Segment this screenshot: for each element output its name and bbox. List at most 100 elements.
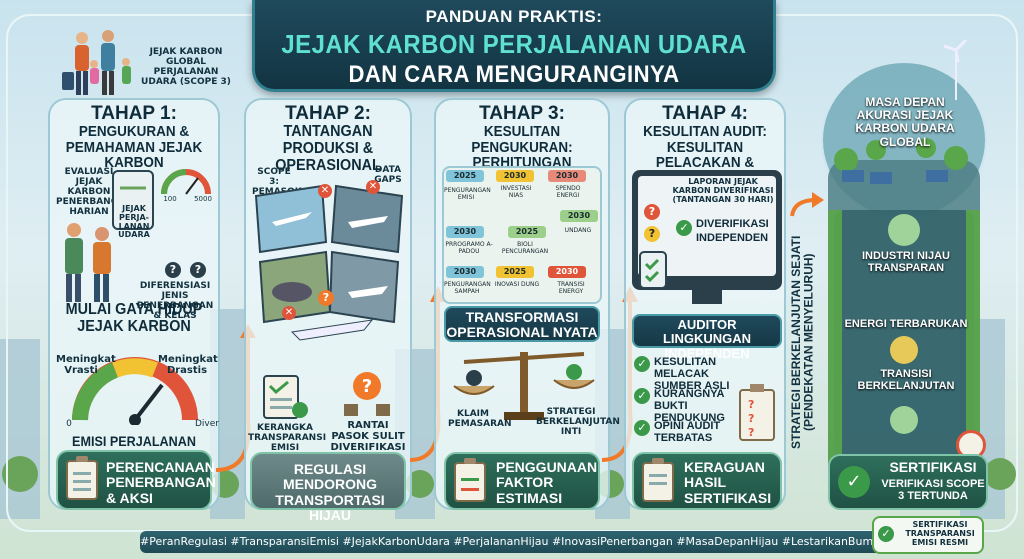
stage2-supply: RANTAI PASOK SULIT DIVERIFIKASI	[330, 420, 406, 453]
official-badge: ✓ SERTIFIKASI TRANSPARANSI EMISI RESMI	[872, 516, 984, 554]
stage1-lifestyle: MULAI GAYA HIDUP JEJAK KARBON	[65, 301, 203, 335]
header-kicker: PANDUAN PRAKTIS:	[425, 7, 603, 26]
stage4-bottom-box: KERAGUAN HASIL SERTIFIKASI	[632, 452, 782, 510]
stage1-subtitle: PENGUKURAN & PEMAHAMAN JEJAK KARBON	[65, 122, 203, 172]
supply-chain-icon: ?	[344, 372, 390, 416]
phone-icon	[112, 170, 154, 230]
stage1-bottom-box: PERENCANAAN PENERBANGAN & AKSI	[56, 450, 216, 510]
family-travelers-icon	[62, 30, 131, 95]
stage4-card: TAHAP 4: KESULITAN AUDIT: KESULITAN PELA…	[624, 98, 786, 510]
report-question-icon-2: ?	[644, 226, 660, 242]
flow-arrow-4	[790, 192, 824, 217]
stage3-card: TAHAP 3: KESULITAN PENGUKURAN: PERHITUNG…	[434, 98, 610, 510]
stage2-scope-label: SCOPE 3: PEMASOK	[252, 167, 302, 197]
stage3-claim: KLAIM PEMASARAN	[448, 409, 512, 429]
stage2-title: TAHAP 2:	[285, 103, 371, 124]
stage1-question-icon-2: ?	[190, 262, 206, 278]
badge-text: SERTIFIKASI TRANSPARANSI EMISI RESMI	[905, 520, 975, 547]
stage2-x-icon-2: ✕	[366, 180, 380, 194]
svg-text:?: ?	[748, 398, 754, 411]
cell-6: BIOLI PENCURANGAN	[501, 241, 549, 255]
report-title: LAPORAN JEJAK KARBON DIVERIFIKASI (TANTA…	[672, 177, 774, 204]
report-question-icon-1: ?	[644, 204, 660, 220]
stage1-book-label: JEJAK PERJA-LANAN UDARA	[118, 204, 150, 240]
cell-7: PENGURANGAN SAMPAH	[444, 281, 491, 295]
stage2-bottom-text: REGULASI MENDORONG TRANSPORTASI HIJAU	[275, 461, 385, 524]
stage4-header: TAHAP 4: KESULITAN AUDIT: KESULITAN PELA…	[626, 104, 784, 187]
clipboard-icon	[66, 456, 98, 500]
stage1-question-icon: ?	[165, 262, 181, 278]
svg-text:?: ?	[748, 412, 754, 425]
meter-end: Diver	[195, 419, 219, 429]
hashtags-bar: #PeranRegulasi #TransparansiEmisi #Jejak…	[140, 531, 884, 553]
family-sign-label: JEJAK KARBON GLOBAL PERJALANAN UDARA (SC…	[141, 47, 231, 87]
stage4-title: TAHAP 4:	[662, 103, 748, 124]
stage1-phone-label: EVALUASI JEJAK KARBON PENERBANGAN HARIAN	[56, 167, 133, 217]
year-chip-5: 2030	[446, 226, 484, 238]
future-title: MASA DEPAN AKURASI JEJAK KARBON UDARA GL…	[855, 95, 955, 149]
cell-9: TRANSISI ENERGY	[557, 281, 585, 295]
framework-checklist-icon	[263, 375, 308, 419]
cell-1: PENGURANGAN EMISI	[444, 187, 491, 201]
year-chip-2: 2030	[496, 170, 534, 182]
audit-list-item-3: OPINI AUDIT TERBATAS	[654, 420, 721, 445]
header-title: JEJAK KARBON PERJALANAN UDARA	[281, 29, 747, 59]
future-cert-box: ✓ SERTIFIKASI VERIFIKASI SCOPE 3 TERTUND…	[828, 454, 988, 510]
meter-right-label: Meningkat Drastis	[158, 354, 218, 376]
stage4-bottom-text: KERAGUAN HASIL SERTIFIKASI	[684, 459, 772, 506]
audit-list-item-1: KESULITAN MELACAK SUMBER ASLI	[654, 356, 730, 393]
audit-list-item-2: KURANGNYA BUKTI PENDUKUNG	[654, 388, 725, 425]
stage2-subtitle: TANTANGAN PRODUKSI & OPERASIONAL	[275, 122, 381, 174]
meter-zero: 0	[66, 419, 72, 429]
small-gauge-icon	[161, 169, 211, 195]
year-chip-1: 2025	[446, 170, 484, 182]
balance-scale-icon	[453, 352, 595, 420]
list-check-icon-3: ✓	[634, 420, 650, 436]
stage4-auditor-banner: AUDITOR LINGKUNGAN INDEPENDEN	[632, 314, 782, 360]
stage2-framework: KERANGKA TRANSPARANSI EMISI	[248, 423, 327, 453]
chart-report-icon	[454, 458, 486, 502]
stage1-title: TAHAP 1:	[91, 103, 177, 124]
future-industry: INDUSTRI NIJAU TRANSPARAN	[861, 250, 950, 275]
cell-3: SPENDO ENERGI	[555, 185, 581, 199]
stage1-header: TAHAP 1: PENGUKURAN & PEMAHAMAN JEJAK KA…	[50, 104, 218, 171]
stage3-bottom-text: PENGGUNAAN FAKTOR ESTIMASI	[496, 459, 598, 506]
svg-text:?: ?	[362, 376, 372, 397]
audit-clipboard-icon: ? ? ?	[739, 384, 775, 441]
couple-icon	[65, 223, 111, 302]
stage2-bottom-box: REGULASI MENDORONG TRANSPORTASI HIJAU	[250, 452, 406, 523]
stage3-strategy: STRATEGI BERKELANJUTAN INTI	[536, 407, 620, 437]
emission-meter-icon	[72, 357, 198, 425]
list-check-icon-2: ✓	[634, 388, 650, 404]
stage2-question-icon: ?	[318, 290, 334, 306]
stage1-bottom-text: PERENCANAAN PENERBANGAN & AKSI	[106, 459, 216, 506]
future-cert-sub: VERIFIKASI SCOPE 3 TERTUNDA	[881, 478, 985, 503]
cell-4: UNDANG	[564, 227, 592, 234]
year-chip-7: 2030	[446, 266, 484, 278]
future-transition: TRANSISI BERKELANJUTAN	[857, 368, 955, 393]
list-check-icon-1: ✓	[634, 356, 650, 372]
report-line-2: INDEPENDEN	[696, 232, 769, 244]
year-chip-4: 2030	[560, 210, 598, 222]
certificate-x-icon	[642, 458, 674, 502]
cell-2: INVESTASI NIAS	[500, 185, 532, 199]
svg-text:?: ?	[748, 426, 754, 439]
future-tower-illustration	[821, 40, 987, 500]
stage3-title: TAHAP 3:	[479, 103, 565, 124]
stage2-header: TAHAP 2: TANTANGAN PRODUKSI & OPERASIONA…	[246, 104, 410, 174]
year-chip-6: 2025	[508, 226, 546, 238]
stage2-x-icon-1: ✕	[318, 184, 332, 198]
report-line-1: DIVERIFIKASI	[696, 218, 769, 230]
phone-check-icon	[639, 251, 667, 289]
stage2-data-gaps: DATA GAPS	[374, 165, 402, 185]
header-subtitle: DAN CARA MENGURANGINYA	[348, 61, 680, 88]
meter-left-label: Meningkat Vrasti	[56, 354, 116, 376]
future-energy: ENERGI TERBARUKAN	[844, 318, 968, 330]
stage1-card: TAHAP 1: PENGUKURAN & PEMAHAMAN JEJAK KA…	[48, 98, 220, 510]
stage3-transform-banner: TRANSFORMASI OPERASIONAL NYATA	[444, 306, 600, 342]
gauge-max: 5000	[194, 195, 212, 203]
monitor-stand	[692, 290, 722, 304]
cert-check-icon: ✓	[838, 466, 870, 498]
badge-check-icon: ✓	[878, 526, 894, 542]
operations-grid-illustration	[254, 184, 404, 341]
